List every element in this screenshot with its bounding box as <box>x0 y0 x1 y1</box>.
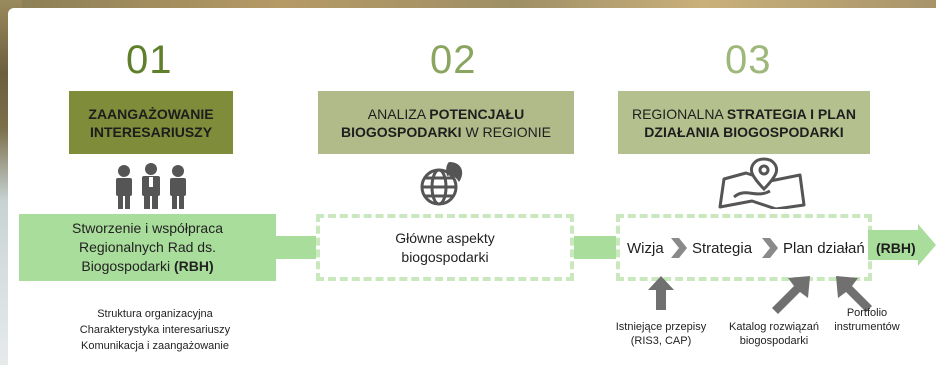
flow-vision: Wizja <box>627 240 664 257</box>
step-number-1: 01 <box>126 38 173 82</box>
step-header-2-bold2: BIOGOSPODARKI <box>340 123 462 140</box>
step-header-2: ANALIZA POTENCJAŁU BIOGOSPODARKI W REGIO… <box>318 91 574 154</box>
step-header-1: ZAANGAŻOWANIE INTERESARIUSZY <box>69 91 233 154</box>
box1-line1: Stworzenie i współpraca <box>72 220 223 236</box>
step-header-3: REGIONALNA STRATEGIA I PLAN DZIAŁANIA BI… <box>618 91 870 154</box>
input-portfolio-line2: instrumentów <box>834 321 900 333</box>
stakeholder-list: Struktura organizacyjna Charakterystyka … <box>55 306 255 354</box>
input-catalog-line2: biogospodarki <box>739 335 809 347</box>
input-portfolio: Portfolio instrumentów <box>817 306 917 334</box>
output-rbh: (RBH) <box>876 240 916 256</box>
connector-1-2 <box>276 236 320 259</box>
step-number-3: 03 <box>725 38 772 82</box>
input-regulations-line1: Istniejące przepisy <box>615 321 707 333</box>
box1-line3-bold: (RBH) <box>173 258 214 274</box>
analysis-box: Główne aspekty biogospodarki <box>316 214 574 281</box>
input-portfolio-line1: Portfolio <box>846 307 888 319</box>
input-catalog: Katalog rozwiązań biogospodarki <box>719 320 829 348</box>
step-header-1-line2: INTERESARIUSZY <box>89 123 213 140</box>
step-header-3-bold2: DZIAŁANIA BIOGOSPODARKI <box>644 123 844 140</box>
box2-line1: Główne aspekty <box>395 229 495 246</box>
box1-line3-plain: Biogospodarki <box>81 258 171 274</box>
map-pin-icon <box>718 157 806 209</box>
input-regulations: Istniejące przepisy (RIS3, CAP) <box>606 320 716 348</box>
connector-2-3 <box>572 236 618 259</box>
stakeholder-box: Stworzenie i współpraca Regionalnych Rad… <box>19 214 276 281</box>
input-catalog-line1: Katalog rozwiązań <box>729 321 819 333</box>
arrow-diagonal-left-icon <box>836 276 872 312</box>
step-header-2-plain2: W REGIONIE <box>465 123 552 140</box>
flow-action-plan: Plan działań <box>783 240 865 257</box>
step-number-2: 02 <box>430 38 477 82</box>
step-header-3-plain1: REGIONALNA <box>631 105 723 122</box>
input-regulations-line2: (RIS3, CAP) <box>630 335 692 347</box>
step-header-3-bold1: STRATEGIA I PLAN <box>726 105 857 122</box>
output-arrow-icon <box>868 224 936 266</box>
chevron-right-icon <box>762 238 778 258</box>
list-item: Struktura organizacyjna <box>97 308 213 320</box>
step-header-2-plain1: ANALIZA <box>367 105 426 122</box>
box1-line2: Regionalnych Rad ds. <box>79 239 216 255</box>
globe-leaf-icon <box>420 162 463 206</box>
flow-strategy: Strategia <box>692 240 753 257</box>
list-item: Komunikacja i zaangażowanie <box>81 340 229 352</box>
chevron-right-icon <box>671 238 687 258</box>
list-item: Charakterystyka interesariuszy <box>79 324 231 336</box>
box2-line2: biogospodarki <box>401 248 489 265</box>
arrow-up-icon <box>648 276 674 310</box>
step-header-1-line1: ZAANGAŻOWANIE <box>88 105 214 122</box>
people-group-icon <box>116 163 186 209</box>
arrow-diagonal-icon <box>772 276 810 314</box>
step-header-2-bold1: POTENCJAŁU <box>429 105 525 122</box>
